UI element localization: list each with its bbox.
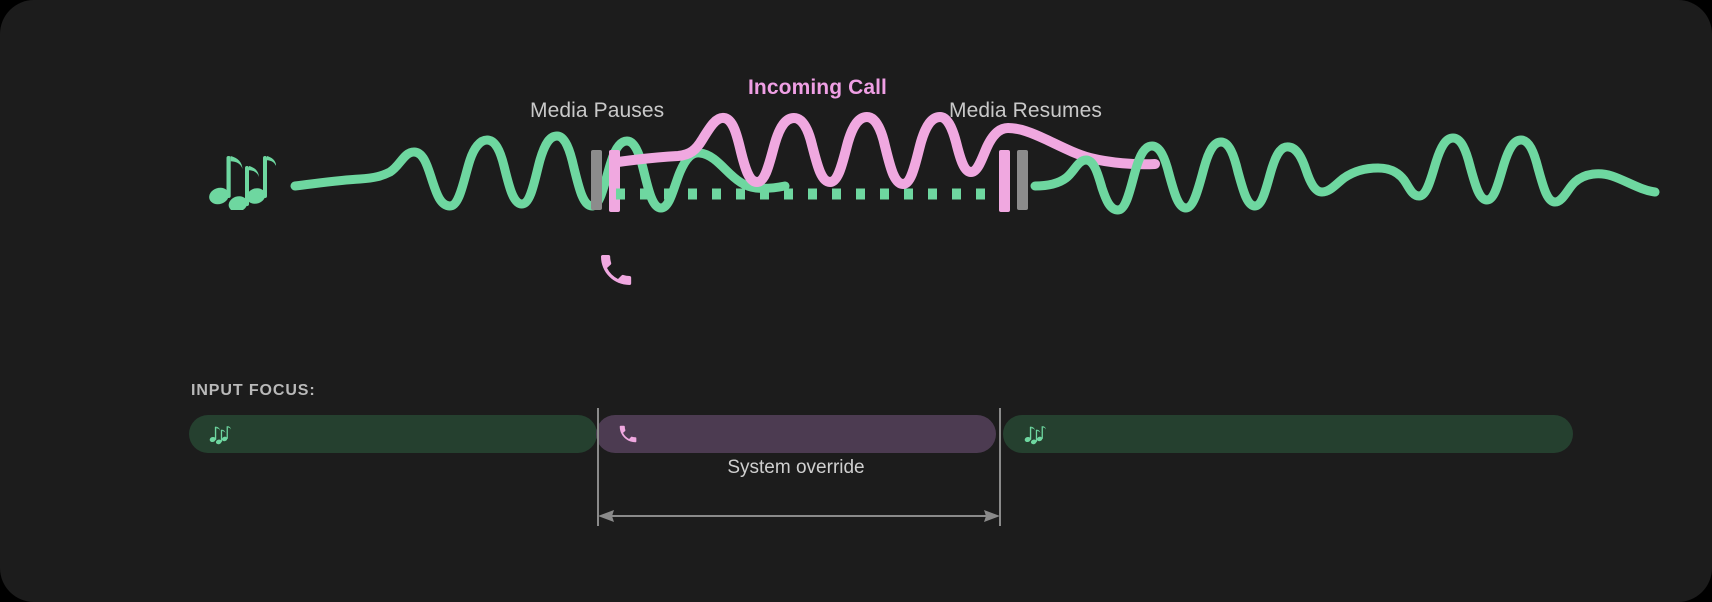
music-notes-icon [1024, 423, 1046, 445]
label-media-pauses: Media Pauses [530, 99, 665, 122]
call-waveform [613, 112, 1160, 189]
music-notes-icon [209, 423, 231, 445]
resume-marker-gray [1017, 150, 1028, 210]
input-focus-heading: INPUT FOCUS: [191, 382, 316, 399]
waveform-graphic [290, 112, 1660, 215]
media-waveform-left [290, 131, 790, 213]
media-waveform-right [1030, 133, 1660, 215]
label-incoming-call: Incoming Call [748, 76, 887, 99]
focus-segment-media-right[interactable] [1003, 415, 1573, 453]
label-media-resumes: Media Resumes [949, 99, 1103, 122]
music-notes-icon [208, 148, 277, 212]
input-focus-section: INPUT FOCUS: [0, 330, 1712, 602]
phone-handset-icon [617, 423, 639, 445]
system-override-measure [597, 408, 1001, 526]
resume-marker-pink [999, 150, 1010, 212]
focus-segment-media-left[interactable] [189, 415, 597, 453]
override-arrow-head-left [598, 510, 614, 522]
audio-timeline: Media Pauses Incoming Call Media Resumes [208, 76, 1660, 290]
system-override-label: System override [727, 457, 865, 478]
override-arrow-head-right [984, 510, 1000, 522]
focus-segment-call[interactable] [596, 415, 996, 453]
phone-handset-icon [596, 250, 636, 290]
pause-marker-gray [591, 150, 602, 210]
